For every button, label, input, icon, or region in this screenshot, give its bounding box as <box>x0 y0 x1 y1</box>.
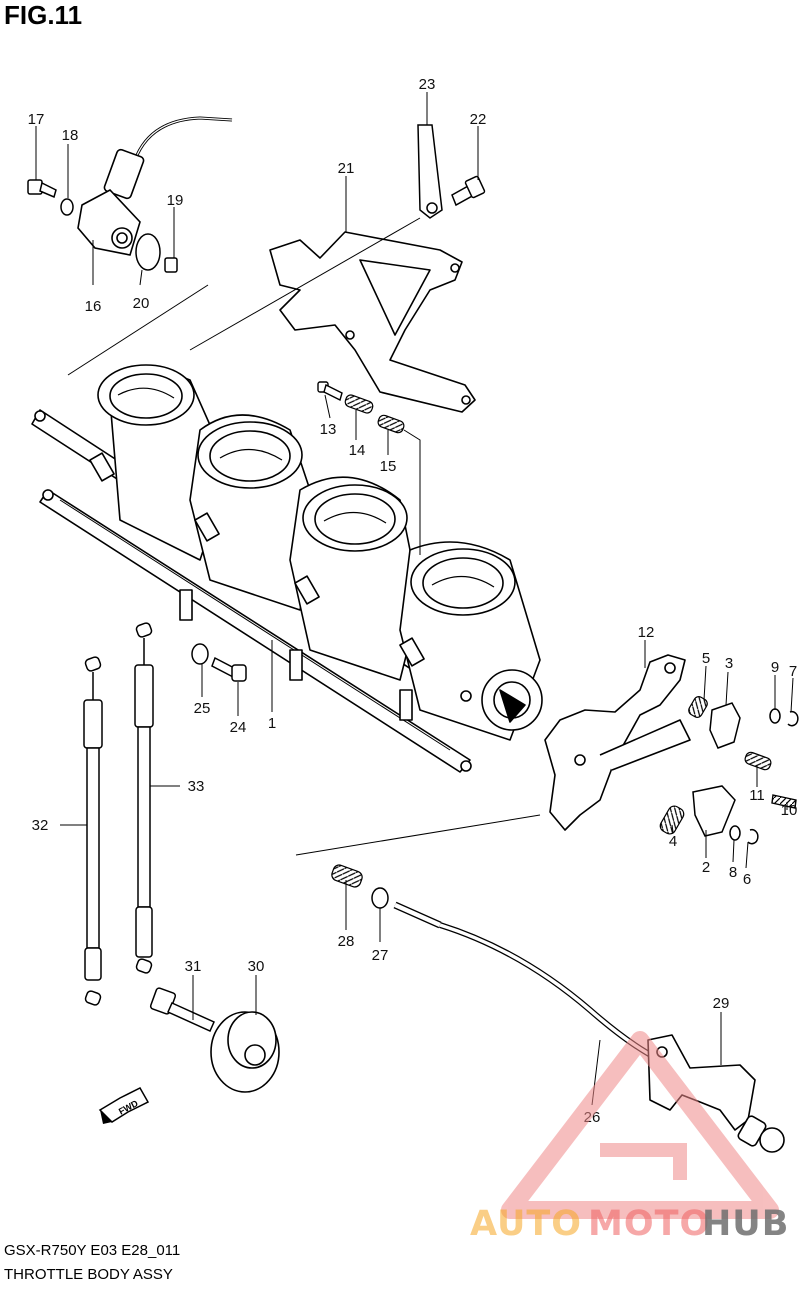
bolt-22 <box>451 175 486 207</box>
leader-lines <box>35 92 794 1106</box>
callout-29: 29 <box>713 995 730 1012</box>
callout-16: 16 <box>85 298 102 315</box>
part-19 <box>164 257 178 273</box>
spring-15-leader <box>403 429 421 555</box>
callout-31: 31 <box>185 958 202 975</box>
washer-8 <box>729 825 741 841</box>
callout-32: 32 <box>32 817 49 834</box>
spring-5 <box>688 696 708 718</box>
linkage-plate-12 <box>544 654 691 831</box>
watermark-text-hub: HUB <box>702 1204 790 1244</box>
callout-27: 27 <box>372 947 389 964</box>
callout-7: 7 <box>789 663 797 680</box>
screw-24 <box>211 656 247 682</box>
figure-title: FIG.11 <box>4 0 83 30</box>
callout-12: 12 <box>638 624 655 641</box>
callout-1: 1 <box>268 715 276 732</box>
washer-25 <box>191 643 209 665</box>
callout-25: 25 <box>194 700 211 717</box>
screw-10 <box>771 794 797 809</box>
o-ring-20 <box>135 233 161 271</box>
spring-11 <box>744 751 772 771</box>
callout-13: 13 <box>320 421 337 438</box>
forward-direction-marker: FWD <box>98 1087 150 1124</box>
spring-4 <box>659 805 685 835</box>
callout-18: 18 <box>62 127 79 144</box>
callout-28: 28 <box>338 933 355 950</box>
spring-15 <box>377 414 405 434</box>
callout-14: 14 <box>349 442 366 459</box>
throttle-cable-32 <box>83 656 103 1006</box>
callout-20: 20 <box>133 295 150 312</box>
linkage-leader-line <box>295 814 541 856</box>
callout-4: 4 <box>669 833 677 850</box>
bolt-31 <box>149 987 215 1032</box>
callout-5: 5 <box>702 650 710 667</box>
callout-10: 10 <box>781 802 798 819</box>
e-ring-7 <box>787 710 799 727</box>
callout-30: 30 <box>248 958 265 975</box>
damper-30 <box>210 1011 280 1093</box>
callout-21: 21 <box>338 160 355 177</box>
callout-labels: 17 18 19 16 20 21 22 23 13 14 15 25 24 1… <box>28 76 798 1126</box>
callout-9: 9 <box>771 659 779 676</box>
callout-15: 15 <box>380 458 397 475</box>
callout-8: 8 <box>729 864 737 881</box>
idle-adjuster-cable-26 <box>393 901 662 1063</box>
spring-28 <box>331 864 363 888</box>
screw-13 <box>317 381 343 402</box>
spring-14 <box>344 394 374 414</box>
throttle-position-sensor <box>77 116 233 256</box>
lever-2 <box>692 785 736 837</box>
callout-2: 2 <box>702 859 710 876</box>
strap-23 <box>417 124 443 219</box>
bracket-leader-line <box>189 217 421 351</box>
bracket-21 <box>269 231 476 413</box>
callout-3: 3 <box>725 655 733 672</box>
watermark-text-moto: MOTO <box>588 1204 711 1244</box>
watermark-logo <box>501 1031 779 1219</box>
sensor-leader-line <box>67 284 209 376</box>
sensor-screw-17 <box>27 179 57 199</box>
washer-18 <box>60 198 74 216</box>
throttle-body-assembly <box>31 364 543 773</box>
model-code: GSX-R750Y E03 E28_011 <box>4 1242 181 1259</box>
e-ring-6 <box>747 828 759 845</box>
callout-6: 6 <box>743 871 751 888</box>
adjuster-bracket-29 <box>647 1034 785 1153</box>
callout-22: 22 <box>470 111 487 128</box>
callout-33: 33 <box>188 778 205 795</box>
callout-24: 24 <box>230 719 247 736</box>
callout-11: 11 <box>749 787 765 804</box>
callout-19: 19 <box>167 192 184 209</box>
assembly-name: THROTTLE BODY ASSY <box>4 1266 173 1283</box>
callout-23: 23 <box>419 76 436 93</box>
lever-3 <box>709 702 741 749</box>
callout-17: 17 <box>28 111 45 128</box>
watermark-text-auto: AUTO <box>470 1204 583 1244</box>
washer-9 <box>769 708 781 724</box>
washer-27 <box>371 887 389 909</box>
throttle-cable-33 <box>134 622 154 974</box>
